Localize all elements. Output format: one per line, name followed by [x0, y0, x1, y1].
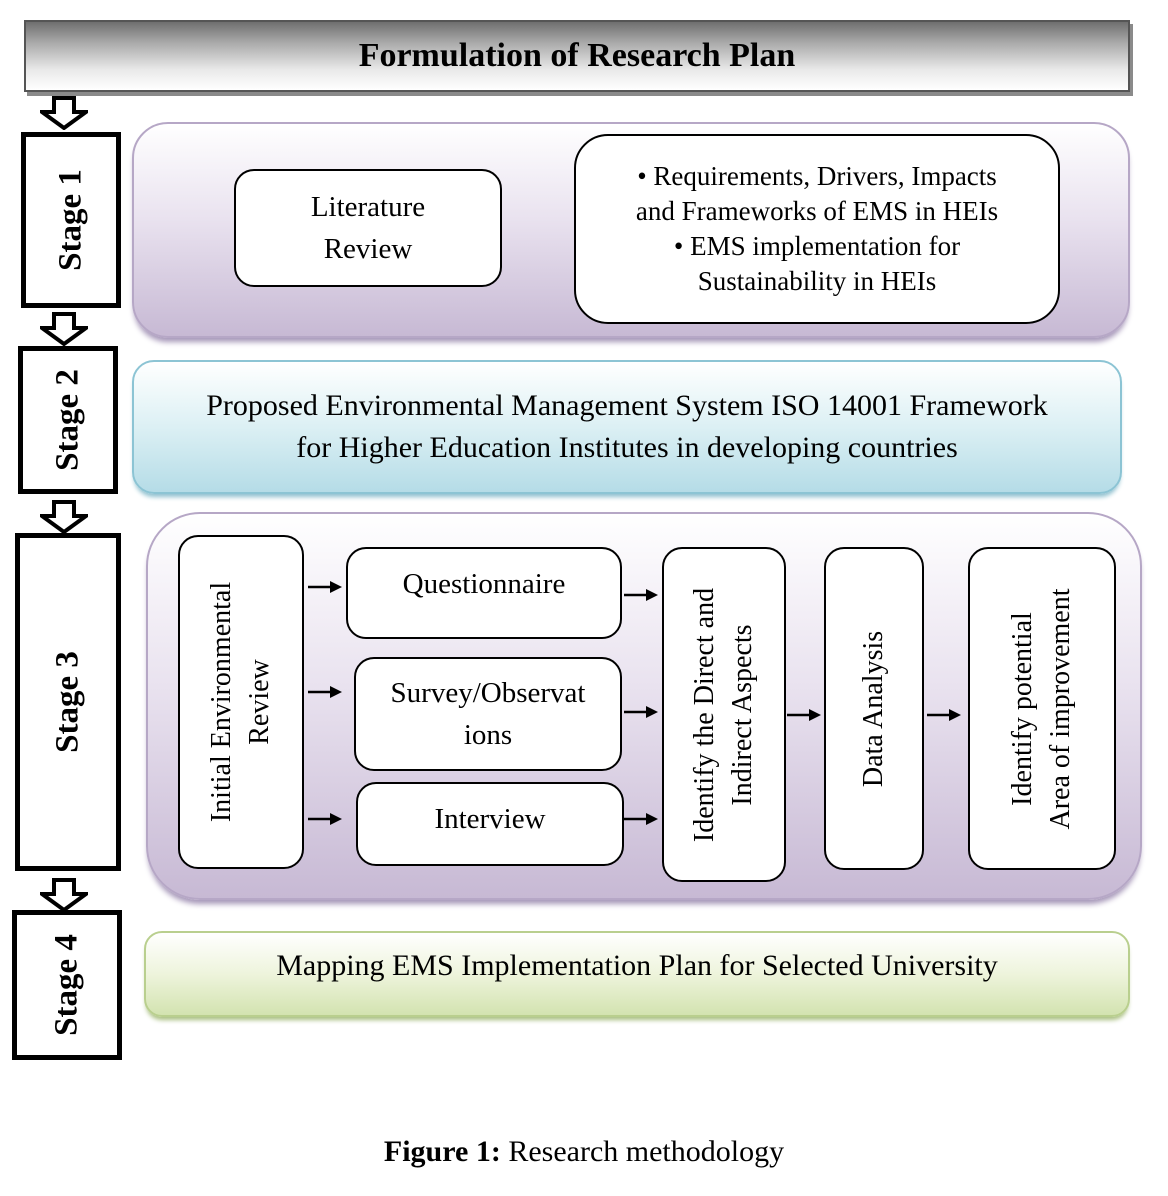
identify-improvement-box: Identify potential Area of improvement: [968, 547, 1116, 870]
figure-caption: Figure 1: Research methodology: [0, 1135, 1168, 1169]
figure-caption-text: Research methodology: [508, 1135, 785, 1168]
down-arrow-icon: [40, 500, 88, 534]
stage-3-label: Stage 3: [15, 533, 121, 871]
diagram-title: Formulation of Research Plan: [358, 37, 796, 74]
literature-review-box: Literature Review: [234, 169, 502, 287]
data-analysis-box: Data Analysis: [824, 547, 924, 870]
bullet-item: • EMS implementation for: [673, 231, 961, 261]
right-arrow-icon: [308, 686, 342, 698]
down-arrow-icon: [40, 312, 88, 346]
stage-4-text: Mapping EMS Implementation Plan for Sele…: [276, 949, 998, 982]
literature-topics-box: • Requirements, Drivers, Impacts and Fra…: [574, 134, 1060, 324]
down-arrow-icon: [40, 96, 88, 130]
bullet-item: • Requirements, Drivers, Impacts: [637, 161, 997, 191]
bullet-item-continuation: Sustainability in HEIs: [697, 266, 937, 296]
stage-2-panel: Proposed Environmental Management System…: [132, 360, 1122, 494]
survey-observations-box: Survey/Observat ions: [354, 657, 622, 771]
right-arrow-icon: [624, 813, 658, 825]
identify-aspects-box: Identify the Direct and Indirect Aspects: [662, 547, 786, 882]
stage-4-panel: Mapping EMS Implementation Plan for Sele…: [144, 931, 1130, 1017]
right-arrow-icon: [624, 589, 658, 601]
questionnaire-box: Questionnaire: [346, 547, 622, 639]
stage-4-label: Stage 4: [12, 910, 122, 1060]
diagram-title-banner: Formulation of Research Plan: [24, 20, 1130, 92]
interview-box: Interview: [356, 782, 624, 866]
stage-2-line-1: Proposed Environmental Management System…: [206, 389, 1048, 422]
bullet-icon: •: [673, 231, 691, 261]
stage-1-label: Stage 1: [21, 132, 121, 308]
bullet-item-continuation: and Frameworks of EMS in HEIs: [635, 196, 999, 226]
right-arrow-icon: [308, 581, 342, 593]
right-arrow-icon: [624, 706, 658, 718]
down-arrow-icon: [40, 878, 88, 912]
right-arrow-icon: [308, 813, 342, 825]
stage-2-line-2: for Higher Education Institutes in devel…: [296, 431, 958, 464]
bullet-icon: •: [637, 161, 654, 191]
right-arrow-icon: [787, 709, 821, 721]
figure-label: Figure 1:: [383, 1135, 501, 1168]
stage-2-label: Stage 2: [18, 346, 118, 494]
initial-environmental-review-box: Initial Environmental Review: [178, 535, 304, 869]
right-arrow-icon: [927, 709, 961, 721]
